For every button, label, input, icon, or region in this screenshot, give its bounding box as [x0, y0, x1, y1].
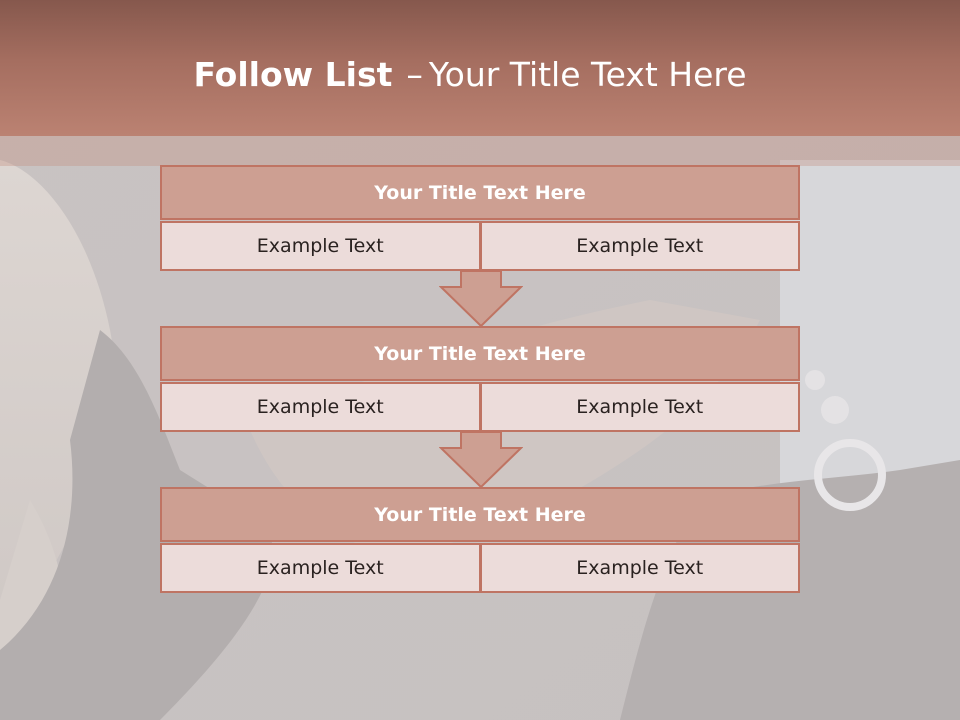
- block-row: Example Text Example Text: [160, 382, 800, 432]
- block-cell-right: Example Text: [479, 543, 800, 593]
- block-cell-left: Example Text: [160, 543, 480, 593]
- title-rest: Your Title Text Here: [428, 55, 747, 94]
- block-title: Your Title Text Here: [160, 165, 800, 220]
- slide-title: Follow List–Your Title Text Here: [0, 52, 940, 98]
- header-bar: [0, 0, 960, 136]
- block-row: Example Text Example Text: [160, 543, 800, 593]
- list-block-2: Your Title Text Here Example Text Exampl…: [160, 326, 800, 432]
- block-title: Your Title Text Here: [160, 487, 800, 542]
- down-arrow-icon: [439, 270, 523, 328]
- header-band: [0, 136, 960, 166]
- title-bold: Follow List: [193, 55, 393, 94]
- list-block-3: Your Title Text Here Example Text Exampl…: [160, 487, 800, 593]
- block-cell-right: Example Text: [479, 221, 800, 271]
- block-title: Your Title Text Here: [160, 326, 800, 381]
- title-dash: –: [406, 55, 423, 94]
- block-row: Example Text Example Text: [160, 221, 800, 271]
- list-block-1: Your Title Text Here Example Text Exampl…: [160, 165, 800, 271]
- block-cell-right: Example Text: [479, 382, 800, 432]
- down-arrow-icon: [439, 431, 523, 489]
- block-cell-left: Example Text: [160, 382, 480, 432]
- block-cell-left: Example Text: [160, 221, 480, 271]
